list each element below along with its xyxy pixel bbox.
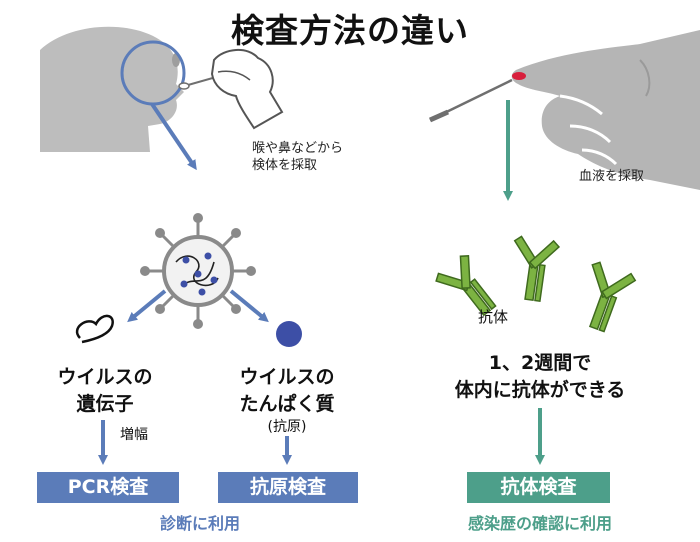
lancet-handle [428,109,450,123]
protein-line2: たんぱく質 [239,393,335,415]
right-usage-label: 感染歴の確認に利用 [467,514,612,533]
arrow-to-virus [150,102,197,171]
antigen-test-box: 抗原検査 [218,472,358,503]
period-line2: 体内に抗体ができる [454,379,626,401]
period-line1: 1、2週間で [488,352,592,374]
arrow-to-gene [127,289,167,323]
arrow-to-protein [229,289,269,323]
amplify-label: 増幅 [120,427,148,443]
antibody-test-box: 抗体検査 [467,472,610,503]
swab-tip [178,82,190,90]
gloved-hand-icon [210,49,284,130]
gene-label: ウイルスの 遺伝子 [40,364,170,418]
left-sample-line2: 検体を採取 [252,158,318,173]
right-sample-caption: 血液を採取 [579,169,645,184]
page-title: 検査方法の違い [231,11,469,50]
blood-drop-icon [512,72,526,80]
protein-label: ウイルスの たんぱく質 [222,364,352,418]
antigen-note: (抗原) [267,419,307,435]
left-sample-caption: 喉や鼻などから 検体を採取 [252,140,343,174]
virus-icon [140,213,256,329]
gene-strand-icon [75,314,114,344]
antibody-label: 抗体 [478,308,509,326]
protein-dot-icon [276,321,302,347]
gene-line1: ウイルスの [57,366,153,388]
left-sample-line1: 喉や鼻などから [252,141,344,156]
pcr-test-box: PCR検査 [37,472,179,503]
antibody-icon [588,261,637,333]
protein-line1: ウイルスの [239,366,335,388]
gene-line2: 遺伝子 [76,393,134,415]
antibody-period-label: 1、2週間で 体内に抗体ができる [430,350,650,404]
finger-prick-hand-icon [511,30,700,190]
antibody-icon [513,235,561,303]
antibody-icon [435,255,497,317]
left-usage-label: 診断に利用 [159,514,240,533]
